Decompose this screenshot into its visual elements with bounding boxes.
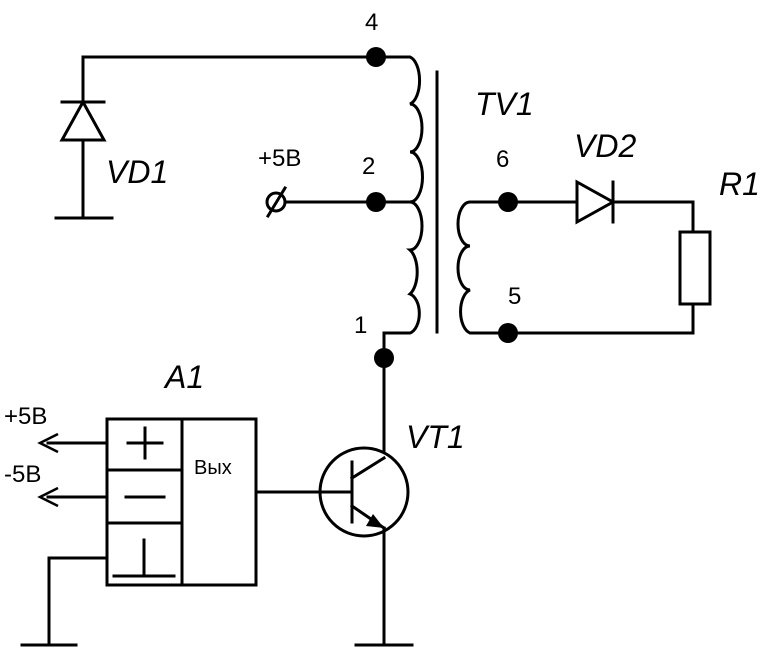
tv1-label: TV1 <box>475 86 534 122</box>
a1-output-label: Вых <box>194 457 232 479</box>
vt1-label: VT1 <box>406 419 465 455</box>
vd1-label: VD1 <box>106 154 168 190</box>
terminal-slash <box>265 185 288 219</box>
supply-terminal-label: +5B <box>258 145 301 172</box>
a1-block <box>105 417 258 587</box>
vt1-transistor <box>254 356 414 647</box>
pin-4-dot <box>366 47 386 67</box>
plus-supply-arrow <box>37 432 109 454</box>
pin-2-label: 2 <box>362 153 375 180</box>
a1-ground-wire <box>20 556 109 647</box>
pin-2-dot <box>366 192 386 212</box>
a1-label: A1 <box>163 359 204 395</box>
plus-supply-label: +5B <box>4 403 47 430</box>
vd2-label: VD2 <box>574 128 636 164</box>
pin-4-label: 4 <box>365 9 378 36</box>
tv1-transformer <box>374 55 510 360</box>
minus-supply-label: -5B <box>4 461 41 488</box>
center-tap-wire <box>265 185 412 219</box>
pin-5-label: 5 <box>508 283 521 310</box>
vd2-diode <box>506 179 695 234</box>
pin-1-label: 1 <box>354 312 367 339</box>
vd1-diode <box>54 55 378 220</box>
pin-6-label: 6 <box>496 146 509 173</box>
minus-supply-arrow <box>37 486 109 508</box>
r1-resistor <box>506 230 712 335</box>
r1-label: R1 <box>719 166 760 202</box>
